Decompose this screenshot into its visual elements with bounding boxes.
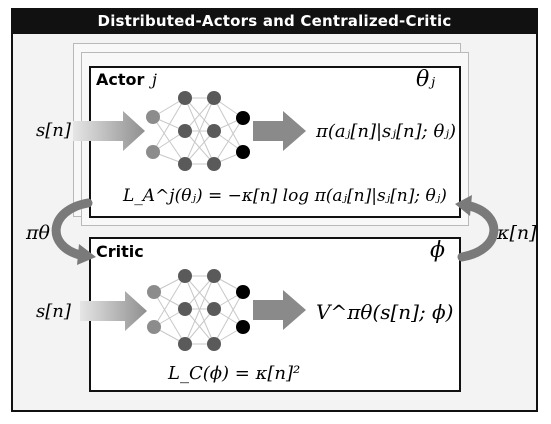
actor-input-node [146,145,160,159]
actor-output-label: π(aⱼ[n]|sⱼ[n]; θⱼ) [316,121,457,142]
critic-hidden-node [207,269,221,283]
policy-link-arrow [51,198,96,265]
actor-index: j [151,70,157,89]
actor-output-arrow [253,111,306,151]
critic-loss-label: L_C(ϕ) = κ[n]² [168,363,301,384]
actor-output-node [236,145,250,159]
actor-hidden-node [178,91,192,105]
critic-output-label: V^πθ(s[n]; ϕ) [316,300,454,324]
value-link-label: κ[n] [497,222,537,244]
policy-link-label: πθ [26,222,50,244]
diagram-title: Distributed-Actors and Centralized-Criti… [11,8,538,34]
critic-hidden-node [207,337,221,351]
critic-params: ϕ [430,238,445,263]
critic-hidden-node [207,302,221,316]
critic-input-node [147,285,161,299]
actor-box [89,66,461,218]
critic-title: Critic [96,242,144,261]
critic-hidden-node [178,269,192,283]
critic-hidden-node [178,302,192,316]
actor-hidden-node [207,157,221,171]
actor-hidden-node [178,157,192,171]
actor-hidden-node [178,124,192,138]
critic-network [147,269,250,351]
actor-network [146,91,250,171]
actor-loss-label: L_A^j(θⱼ) = −κ[n] log π(aⱼ[n]|sⱼ[n]; θⱼ) [123,186,447,206]
critic-input-label: s[n] [36,301,71,322]
critic-input-arrow [80,291,147,331]
critic-output-node [236,320,250,334]
value-link-arrow [455,195,499,262]
actor-hidden-node [207,124,221,138]
actor-label: Actor [96,70,145,89]
actor-params: θⱼ [416,67,436,92]
actor-hidden-node [207,91,221,105]
critic-output-arrow [253,290,306,330]
actor-title: Actor j [96,70,157,89]
critic-output-node [236,285,250,299]
actor-output-node [236,111,250,125]
critic-hidden-node [178,337,192,351]
critic-input-node [147,320,161,334]
actor-input-arrow [73,111,145,151]
actor-input-label: s[n] [36,120,71,141]
actor-input-node [146,110,160,124]
